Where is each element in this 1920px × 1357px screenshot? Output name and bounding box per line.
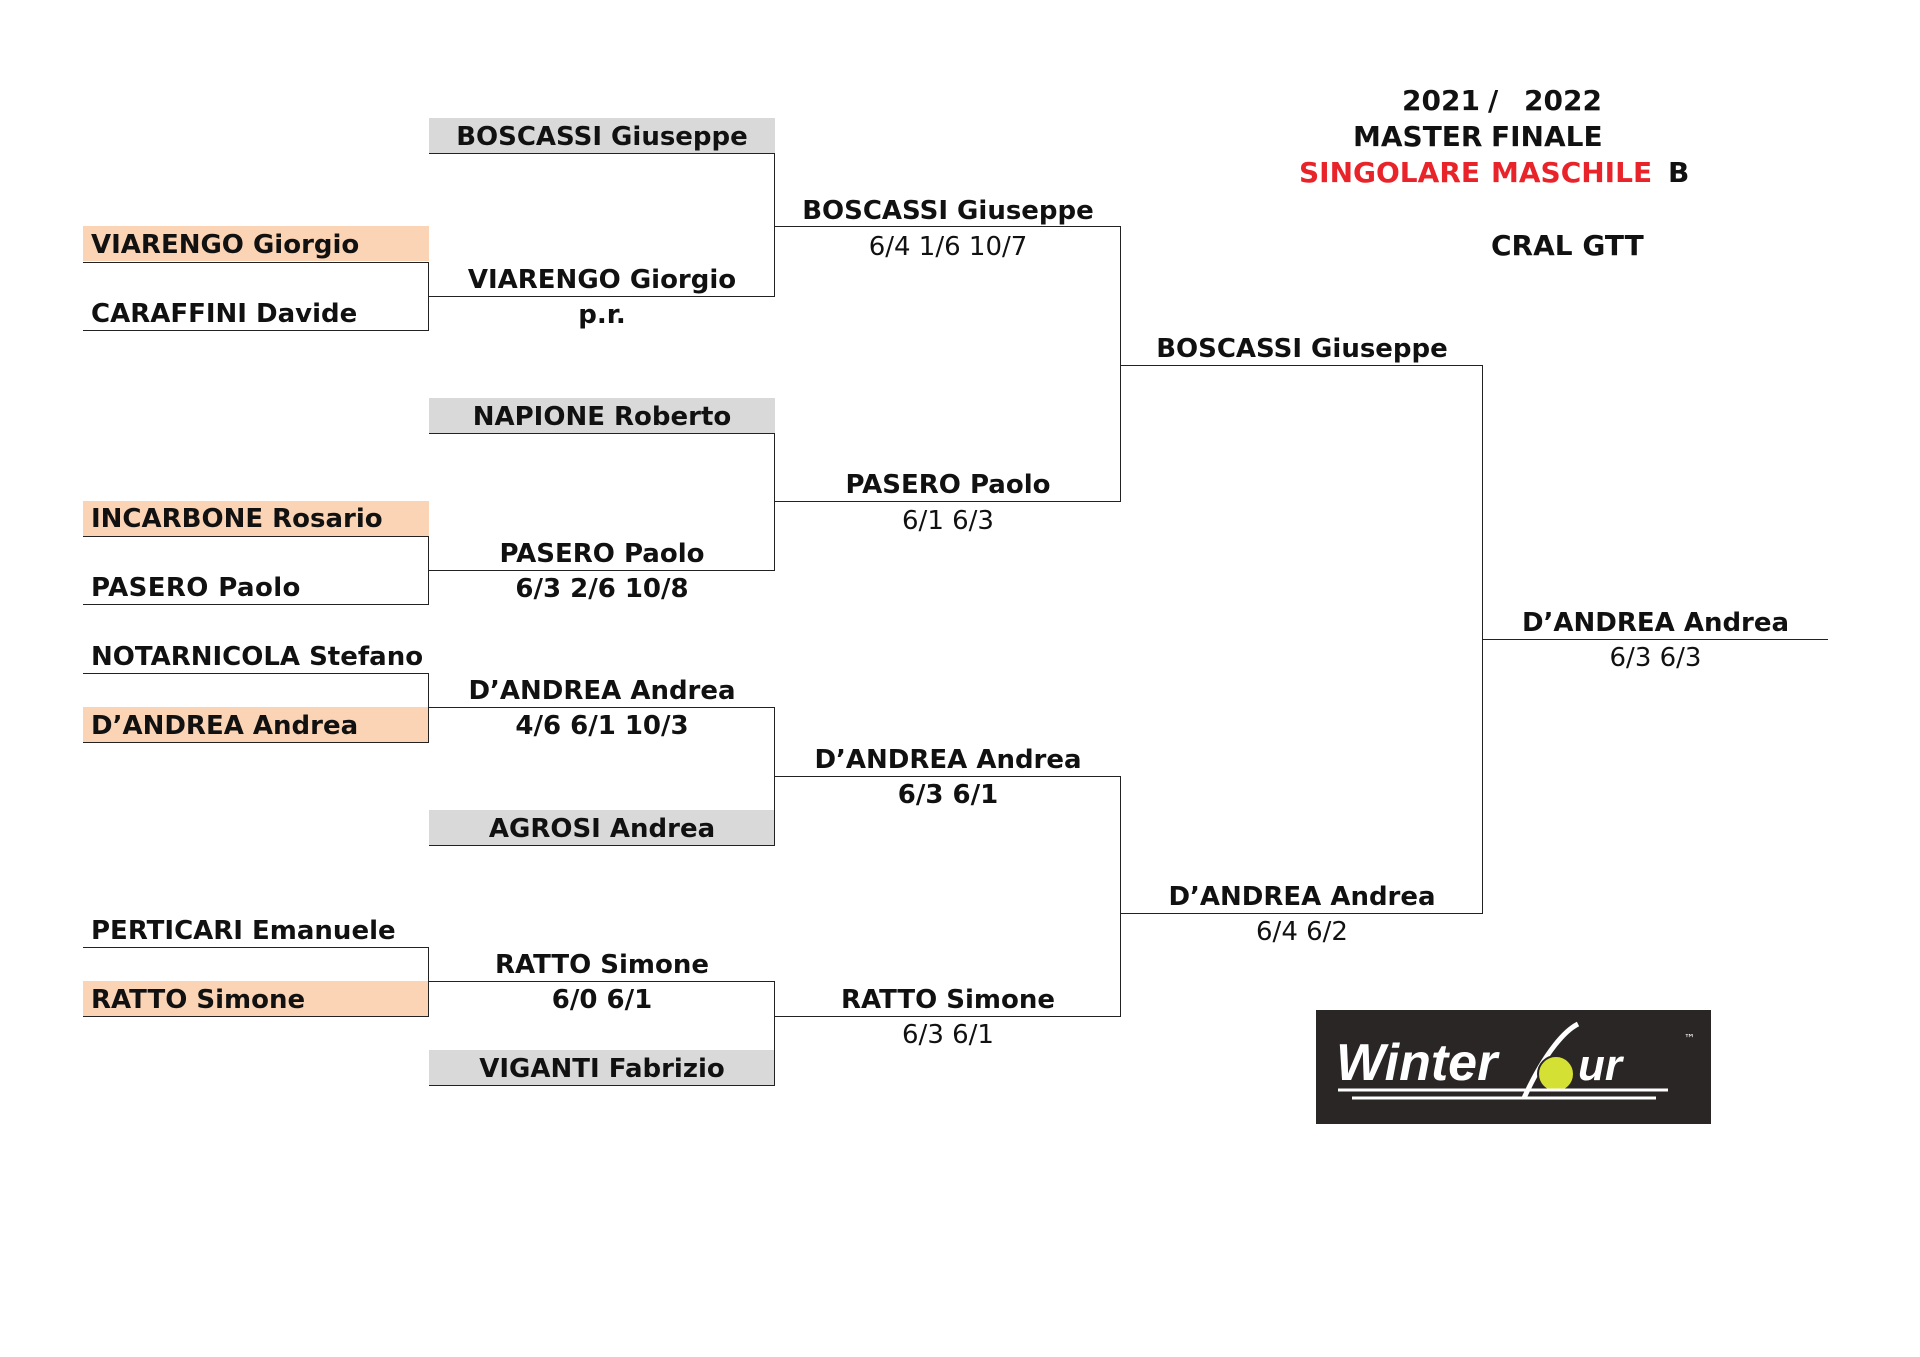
qf3-score: 6/3 6/1 [897,780,999,810]
line-r1-perticari [83,947,429,948]
tennis-ball-icon [1538,1056,1574,1092]
winner-box-ratto [83,981,429,1016]
line-r1-notarnicola [83,673,429,674]
line-r1-caraffini [83,330,429,331]
r2-seed-agrosi: AGROSI Andrea [488,814,716,844]
r2-winner-ratto: RATTO Simone [494,950,710,980]
vline-r2-match1 [774,153,775,297]
vline-r2-match2 [774,433,775,571]
line-qf3 [775,776,1121,777]
logo-word-winter: Winter [1336,1034,1500,1092]
line-qf2 [775,501,1121,502]
r1-player-perticari: PERTICARI Emanuele [91,916,396,946]
wintertour-logo: Winter ur ™ [1316,1010,1711,1124]
maschile-label: MASCHILE [1491,156,1653,189]
vline-sf [1482,365,1483,914]
r2-score-pasero: 6/3 2/6 10/8 [515,574,689,604]
r2-score-dandrea: 4/6 6/1 10/3 [515,711,689,741]
line-sf1 [1121,365,1483,366]
winner-box-viarengo [83,226,429,261]
r2-winner-dandrea: D’ANDREA Andrea [468,676,736,706]
line-r2-pasero [429,570,775,571]
finale-label: FINALE [1491,120,1603,153]
qf4-score: 6/3 6/1 [902,1020,994,1050]
line-r2-agrosi [429,845,775,846]
r1-player-ratto: RATTO Simone [91,985,306,1015]
line-r1-ratto [83,1016,429,1017]
qf4-name: RATTO Simone [840,985,1056,1015]
r1-player-viarengo: VIARENGO Giorgio [91,230,360,260]
vline-r2-match3 [774,707,775,846]
line-qf1 [775,226,1121,227]
winner-box-incarbone [83,501,429,536]
r2-winner-pasero: PASERO Paolo [499,539,705,569]
r2-seed-napione: NAPIONE Roberto [472,402,732,432]
final-score: 6/3 6/3 [1609,643,1702,673]
vline-r1-match1 [428,262,429,331]
r2-score-ratto: 6/0 6/1 [551,985,653,1015]
final-winner: D’ANDREA Andrea [1521,608,1790,638]
line-qf4 [775,1016,1121,1017]
line-r1-dandrea [83,742,429,743]
vline-qf-bottom [1120,776,1121,1017]
qf1-name: BOSCASSI Giuseppe [802,196,1094,226]
line-r2-viarengo [429,296,775,297]
logo-word-ur: ur [1578,1041,1625,1090]
line-r2-napione [429,433,775,434]
vline-r1-match4 [428,947,429,1017]
r2-winner-viarengo: VIARENGO Giorgio [467,265,737,295]
season-separator: / [1488,84,1499,117]
master-label: MASTER [1353,120,1483,153]
r1-player-pasero: PASERO Paolo [91,573,301,603]
line-r1-incarbone [83,536,429,537]
qf2-score: 6/1 6/3 [902,506,994,536]
singolare-label: SINGOLARE [1299,156,1481,189]
vline-r1-match3 [428,673,429,743]
r2-seed-viganti: VIGANTI Fabrizio [479,1054,725,1084]
line-sf2 [1121,913,1483,914]
line-r2-boscassi [429,153,775,154]
winner-box-dandrea [83,707,429,742]
seed-box-boscassi [429,118,775,153]
vline-r2-match4 [774,981,775,1086]
r1-player-incarbone: INCARBONE Rosario [91,504,383,534]
line-r2-ratto [429,981,775,982]
r1-player-caraffini: CARAFFINI Davide [91,299,358,329]
vline-qf-top [1120,226,1121,502]
category-label: B [1668,156,1690,189]
sf2-name: D’ANDREA Andrea [1168,882,1436,912]
sf2-score: 6/4 6/2 [1256,917,1348,947]
seed-box-viganti [429,1050,775,1085]
wintertour-logo-graphic: Winter ur ™ [1336,1021,1695,1100]
vline-r1-match2 [428,536,429,605]
sf1-name: BOSCASSI Giuseppe [1156,334,1448,364]
tennis-ball-outline [1537,1055,1575,1093]
season-end: 2022 [1524,84,1602,117]
r2-score-viarengo: p.r. [578,300,626,330]
line-final [1483,639,1828,640]
r1-player-notarnicola: NOTARNICOLA Stefano [91,642,424,672]
seed-box-agrosi [429,810,775,845]
line-r2-dandrea [429,707,775,708]
r2-seed-boscassi: BOSCASSI Giuseppe [456,122,748,152]
line-r2-viganti [429,1085,775,1086]
club-label: CRAL GTT [1491,229,1644,262]
seed-box-napione [429,398,775,433]
qf1-score: 6/4 1/6 10/7 [868,232,1028,262]
r1-player-dandrea: D’ANDREA Andrea [91,711,359,741]
season-start: 2021 [1402,84,1480,117]
line-r1-pasero [83,604,429,605]
qf3-name: D’ANDREA Andrea [814,745,1082,775]
qf2-name: PASERO Paolo [845,470,1051,500]
logo-trademark: ™ [1684,1032,1695,1045]
line-r1-viarengo [83,262,429,263]
logo-swoosh [1521,1021,1580,1100]
